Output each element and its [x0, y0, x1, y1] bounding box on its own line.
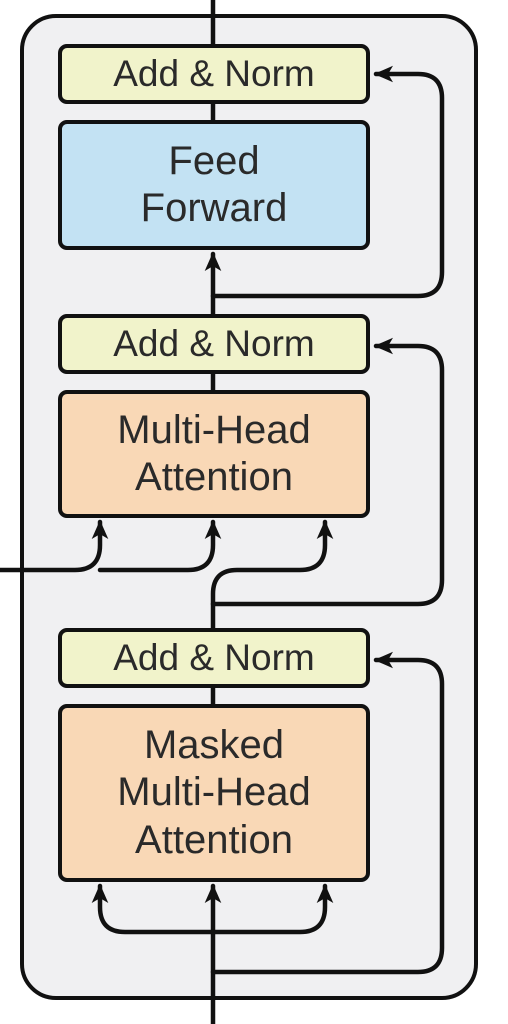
- masked-value-arrow: [210, 883, 334, 935]
- residual-middle: [210, 337, 445, 607]
- add-norm-middle: Add & Norm: [58, 314, 370, 374]
- residual-top: [210, 65, 445, 299]
- masked-attention-line-2: Multi-Head: [117, 770, 311, 815]
- masked-query-arrow: [91, 883, 216, 935]
- feed-forward-block: Feed Forward: [58, 120, 370, 250]
- add-norm-bottom: Add & Norm: [58, 628, 370, 688]
- feed-forward-line-1: Feed: [168, 138, 260, 183]
- add-norm-top: Add & Norm: [58, 44, 370, 104]
- multi-head-attention-line-2: Attention: [135, 455, 293, 499]
- multi-head-attention-line-1: Multi-Head: [117, 407, 311, 452]
- add-norm-bottom-label: Add & Norm: [113, 637, 315, 679]
- query-arrow: [210, 519, 334, 635]
- masked-attention-line-3: Attention: [135, 817, 293, 862]
- masked-attention-line-1: Masked: [143, 723, 285, 768]
- multi-head-attention-block: Multi-Head Attention: [58, 390, 370, 518]
- masked-multi-head-attention-block: Masked Multi-Head Attention: [58, 704, 370, 882]
- encoder-output-arrow: [0, 519, 109, 573]
- encoder-output-arrow-2: [97, 519, 222, 573]
- feed-forward-line-2: Forward: [140, 186, 288, 230]
- add-norm-middle-label: Add & Norm: [113, 323, 315, 365]
- add-norm-top-label: Add & Norm: [113, 53, 315, 95]
- residual-bottom: [210, 651, 445, 975]
